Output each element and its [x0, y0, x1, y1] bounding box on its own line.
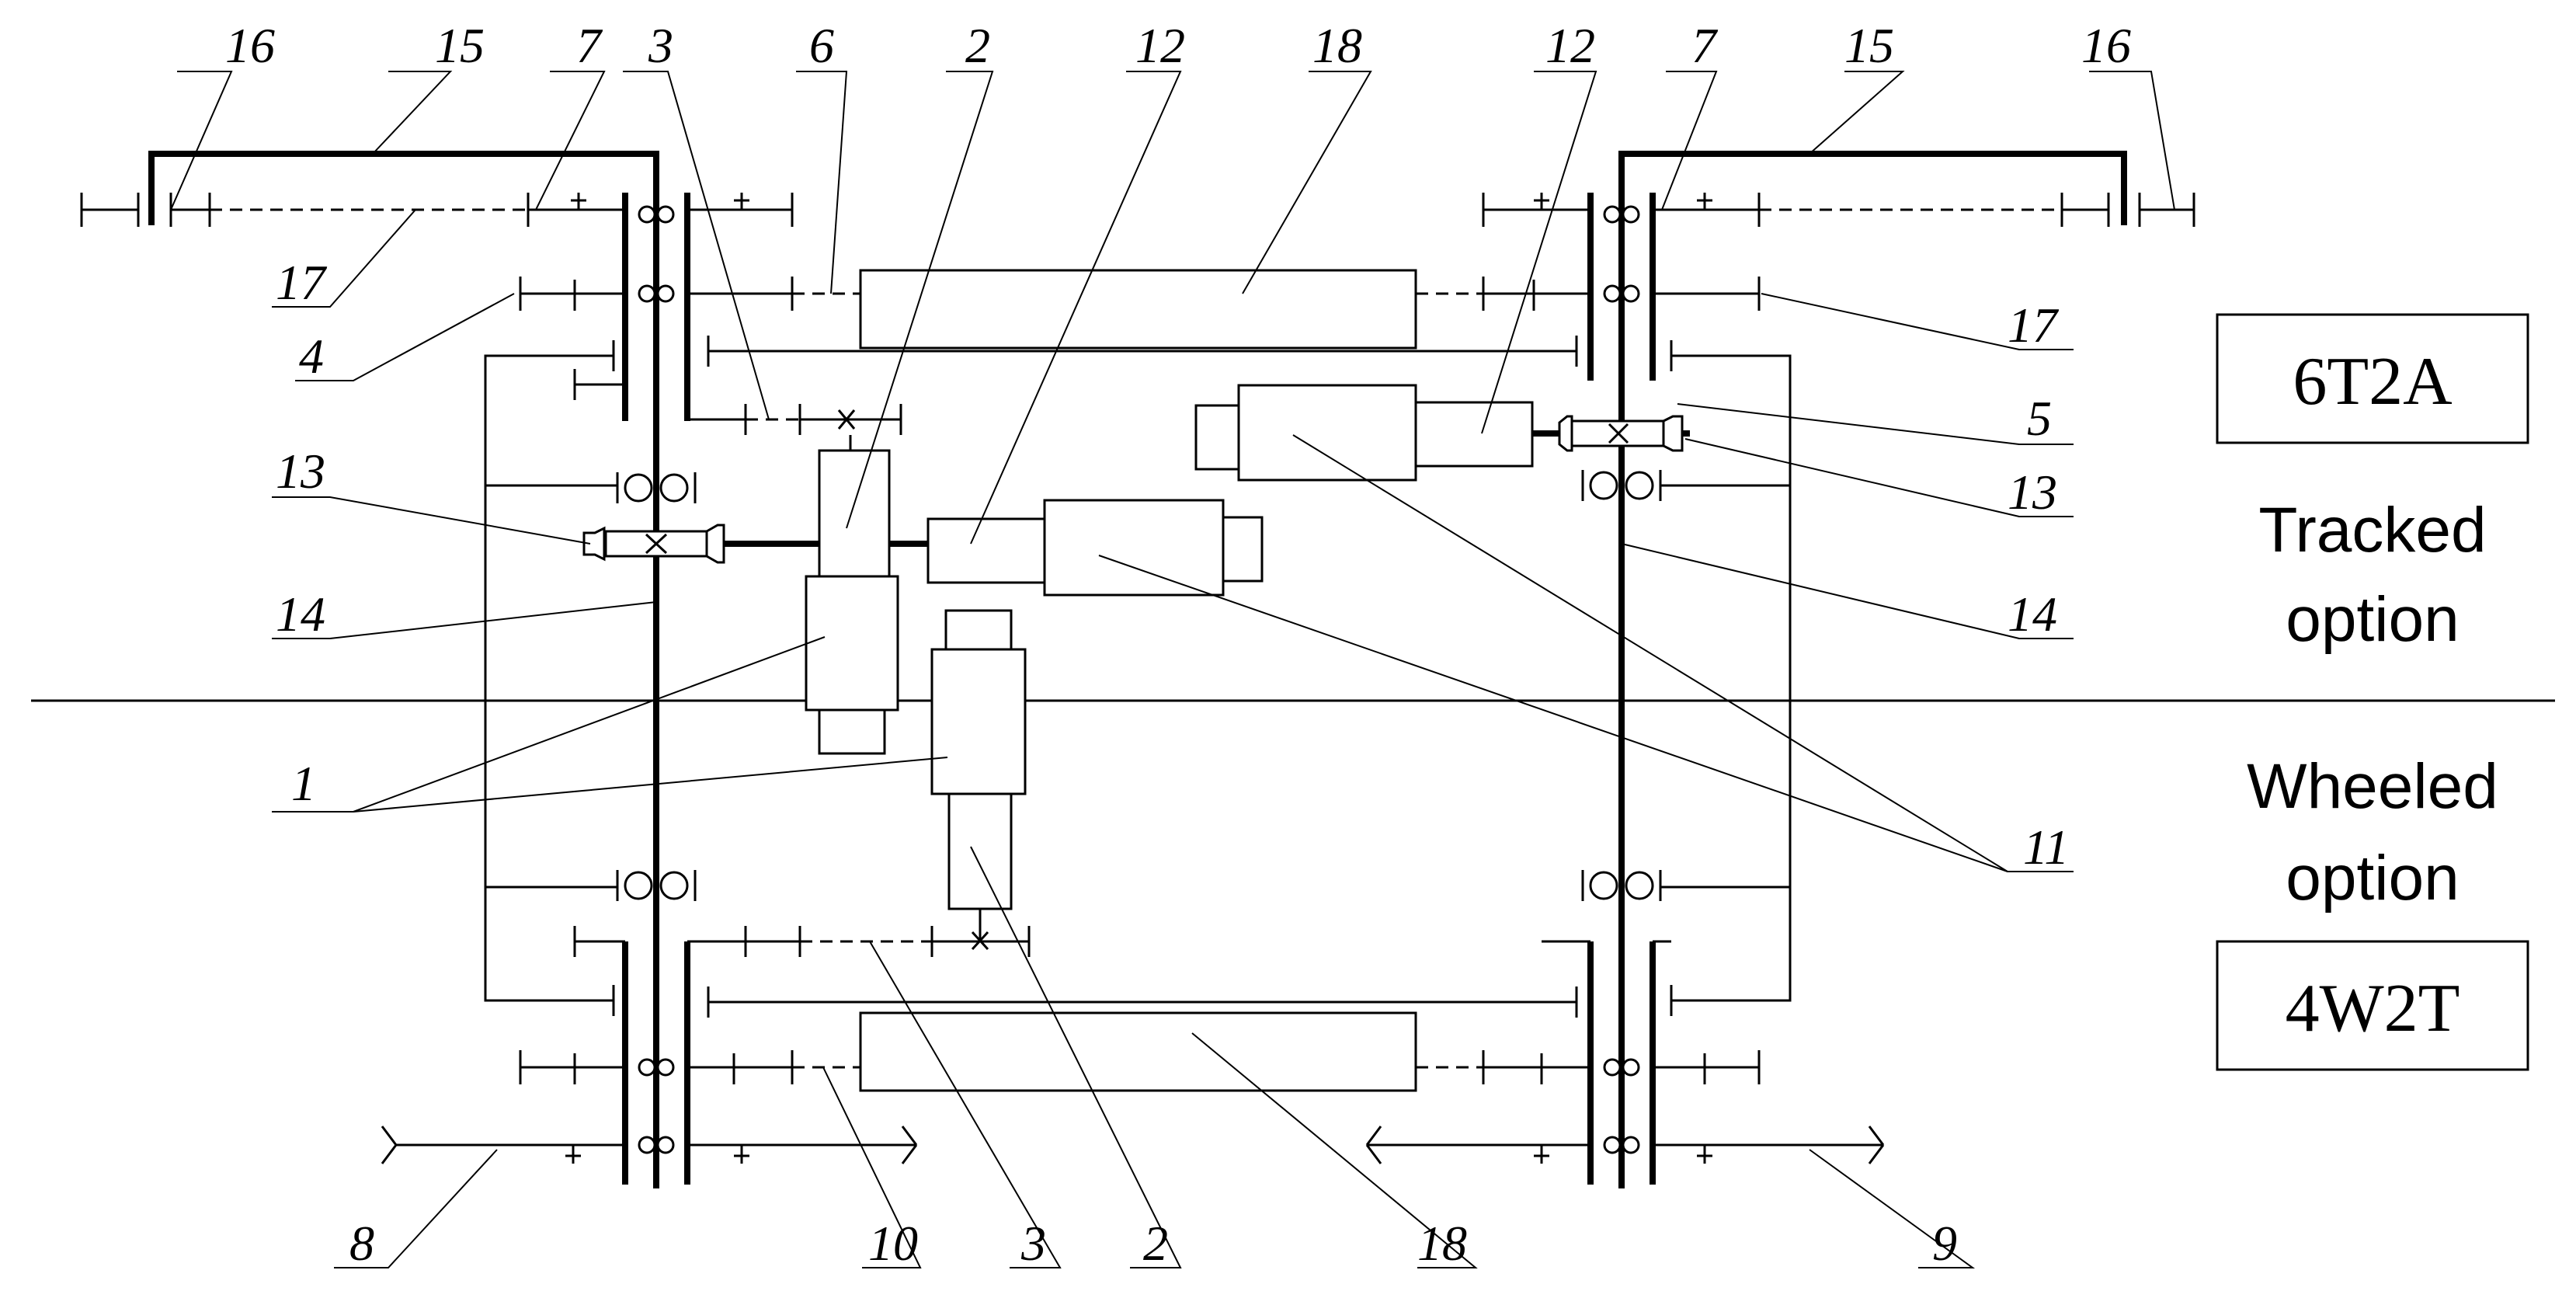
- right-drive-frame-15: [1618, 151, 2127, 225]
- callout-18-top: 18: [1312, 18, 1362, 73]
- callout-15-left: 15: [435, 18, 485, 73]
- left-driveline: [484, 193, 747, 1188]
- callout-6: 6: [809, 18, 834, 73]
- engine-11-left: [1043, 499, 1225, 597]
- callout-3-bottom: 3: [1020, 1216, 1046, 1271]
- callout-7-left: 7: [576, 18, 603, 73]
- callout-17-left: 17: [276, 255, 328, 310]
- right-bearings-top: [1603, 205, 1640, 303]
- tracked-label-line1: Tracked: [2258, 495, 2486, 565]
- callout-labels: 16 15 7 3 6 2 12 18 12 7 15 16 17 4 13 1…: [225, 18, 2131, 1271]
- right-bearings-bottom: [1603, 1058, 1640, 1154]
- motor-1-bottom: [944, 609, 1013, 651]
- left-support-bearing-top: [616, 472, 697, 503]
- upper-cross-shaft-housing-18: [859, 269, 1417, 350]
- callout-15-right: 15: [1844, 18, 1894, 73]
- callout-5: 5: [2027, 391, 2052, 446]
- tracked-section: [80, 151, 2195, 755]
- callout-1: 1: [291, 756, 316, 811]
- wheeled-code-box: [2216, 940, 2529, 1071]
- left-bearings-top: [638, 205, 675, 303]
- tracked-code: 6T2A: [2293, 344, 2452, 419]
- wheeled-section: [381, 609, 1885, 1164]
- callout-8: 8: [349, 1216, 374, 1271]
- right-housing-frame: [1671, 354, 1792, 1002]
- engine-11-right: [1237, 384, 1417, 482]
- callout-2-top: 2: [965, 18, 990, 73]
- left-bearings-bottom: [638, 1058, 675, 1154]
- wheeled-code: 4W2T: [2286, 971, 2460, 1046]
- callout-13-left: 13: [276, 444, 325, 499]
- callout-16-right: 16: [2081, 18, 2131, 73]
- callout-13-right: 13: [2008, 465, 2057, 520]
- right-clutch-13: [1558, 415, 1690, 452]
- wheeled-label-line2: option: [2286, 843, 2459, 913]
- left-support-bearing-bottom: [616, 870, 697, 901]
- tracked-label-line2: option: [2286, 584, 2459, 655]
- callout-7-right: 7: [1691, 18, 1719, 73]
- callout-14-right: 14: [2008, 586, 2057, 642]
- callout-2-bottom: 2: [1143, 1216, 1168, 1271]
- right-support-bearing-bottom: [1581, 870, 1662, 901]
- left-housing-frame: [484, 354, 614, 1002]
- callout-11: 11: [2023, 819, 2069, 875]
- motor-2-bottom: [930, 648, 1027, 795]
- leader-lines: [170, 71, 2175, 1268]
- callout-10: 10: [868, 1216, 918, 1271]
- wheeled-label-line1: Wheeled: [2247, 751, 2498, 822]
- callout-9: 9: [1932, 1216, 1957, 1271]
- callout-12-left: 12: [1135, 18, 1185, 73]
- callout-12-right: 12: [1545, 18, 1595, 73]
- callout-4: 4: [299, 329, 324, 384]
- callout-16-left: 16: [225, 18, 275, 73]
- callout-3-top: 3: [648, 18, 673, 73]
- callout-17-right: 17: [2008, 298, 2060, 353]
- left-drive-frame-15: [148, 151, 659, 225]
- lower-cross-shaft-housing-18: [859, 1011, 1417, 1092]
- callout-14-left: 14: [276, 586, 325, 642]
- motor-1-top: [805, 575, 899, 712]
- right-support-bearing-top: [1581, 470, 1662, 501]
- callout-18-bottom: 18: [1417, 1216, 1467, 1271]
- generator-12-left: [926, 517, 1046, 584]
- generator-12-right: [1414, 401, 1534, 468]
- tracked-code-box: [2216, 313, 2529, 444]
- option-labels: 6T2A Tracked option Wheeled option 4W2T: [2216, 313, 2529, 1071]
- motor-2-top: [818, 449, 891, 578]
